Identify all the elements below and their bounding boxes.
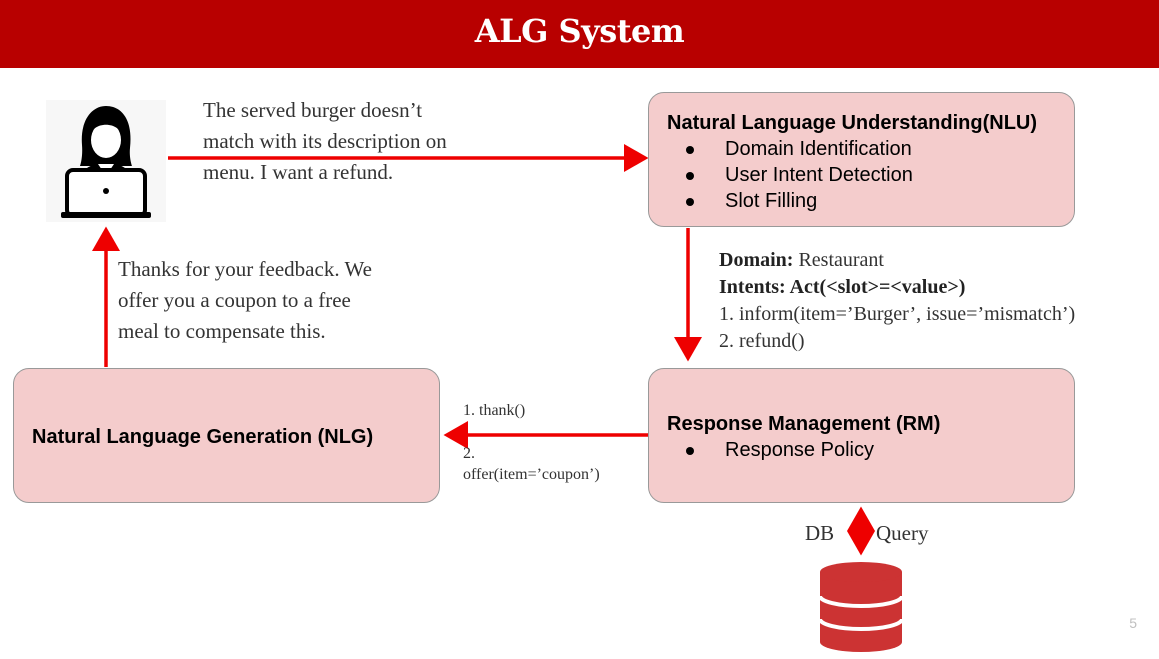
rm-title: Response Management (RM) (667, 413, 941, 435)
nlu-box: Natural Language Understanding(NLU) Doma… (648, 92, 1075, 227)
domain-label: Domain: (719, 249, 794, 271)
nlu-output: Domain: Restaurant Intents: Act(<slot>=<… (719, 247, 1075, 355)
domain-value: Restaurant (798, 249, 884, 271)
nlu-title: Natural Language Understanding(NLU) (667, 112, 1038, 134)
system-reply-line: offer you a coupon to a free (118, 288, 351, 312)
rm-box: Response Management (RM) Response Policy (648, 368, 1075, 503)
nlg-box: Natural Language Generation (NLG) (13, 368, 440, 503)
intent-act-inform: 1. inform(item=’Burger’, issue=’mismatch… (719, 303, 1076, 325)
user-message-line: The served burger doesn’t (203, 98, 423, 122)
rm-act-offer: offer(item=’coupon’) (463, 466, 600, 483)
system-reply: Thanks for your feedback. We offer you a… (118, 254, 372, 347)
db-label: DB (805, 521, 835, 545)
domain-line: Domain: Restaurant (719, 247, 1075, 274)
rm-item-response-policy: Response Policy (667, 437, 874, 463)
intent-act-refund: 2. refund() (719, 330, 805, 352)
system-reply-line: Thanks for your feedback. We (118, 257, 372, 281)
user-message-line: match with its description on (203, 129, 447, 153)
query-label: Query (876, 521, 929, 545)
intents-label: Intents: Act(<slot>=<value>) (719, 276, 966, 298)
database-icon (818, 560, 904, 654)
slide-title: ALG System (474, 12, 685, 50)
user-message: The served burger doesn’t match with its… (203, 95, 447, 188)
rm-act-thank: 1. thank() (463, 402, 526, 419)
page-number: 5 (1129, 615, 1137, 631)
user-laptop-icon (46, 100, 166, 222)
header-bar: ALG System (0, 0, 1159, 68)
rm-function-list: Response Policy (667, 437, 874, 463)
intents-line: Intents: Act(<slot>=<value>) (719, 274, 1075, 301)
nlu-item-slot-filling: Slot Filling (667, 188, 913, 214)
nlu-item-user-intent-detection: User Intent Detection (667, 162, 913, 188)
nlg-title: Natural Language Generation (NLG) (32, 426, 374, 448)
rm-act-offer-index: 2. (463, 445, 475, 462)
nlu-item-domain-identification: Domain Identification (667, 136, 913, 162)
system-reply-line: meal to compensate this. (118, 319, 326, 343)
nlu-function-list: Domain Identification User Intent Detect… (667, 136, 913, 214)
user-message-line: menu. I want a refund. (203, 160, 394, 184)
